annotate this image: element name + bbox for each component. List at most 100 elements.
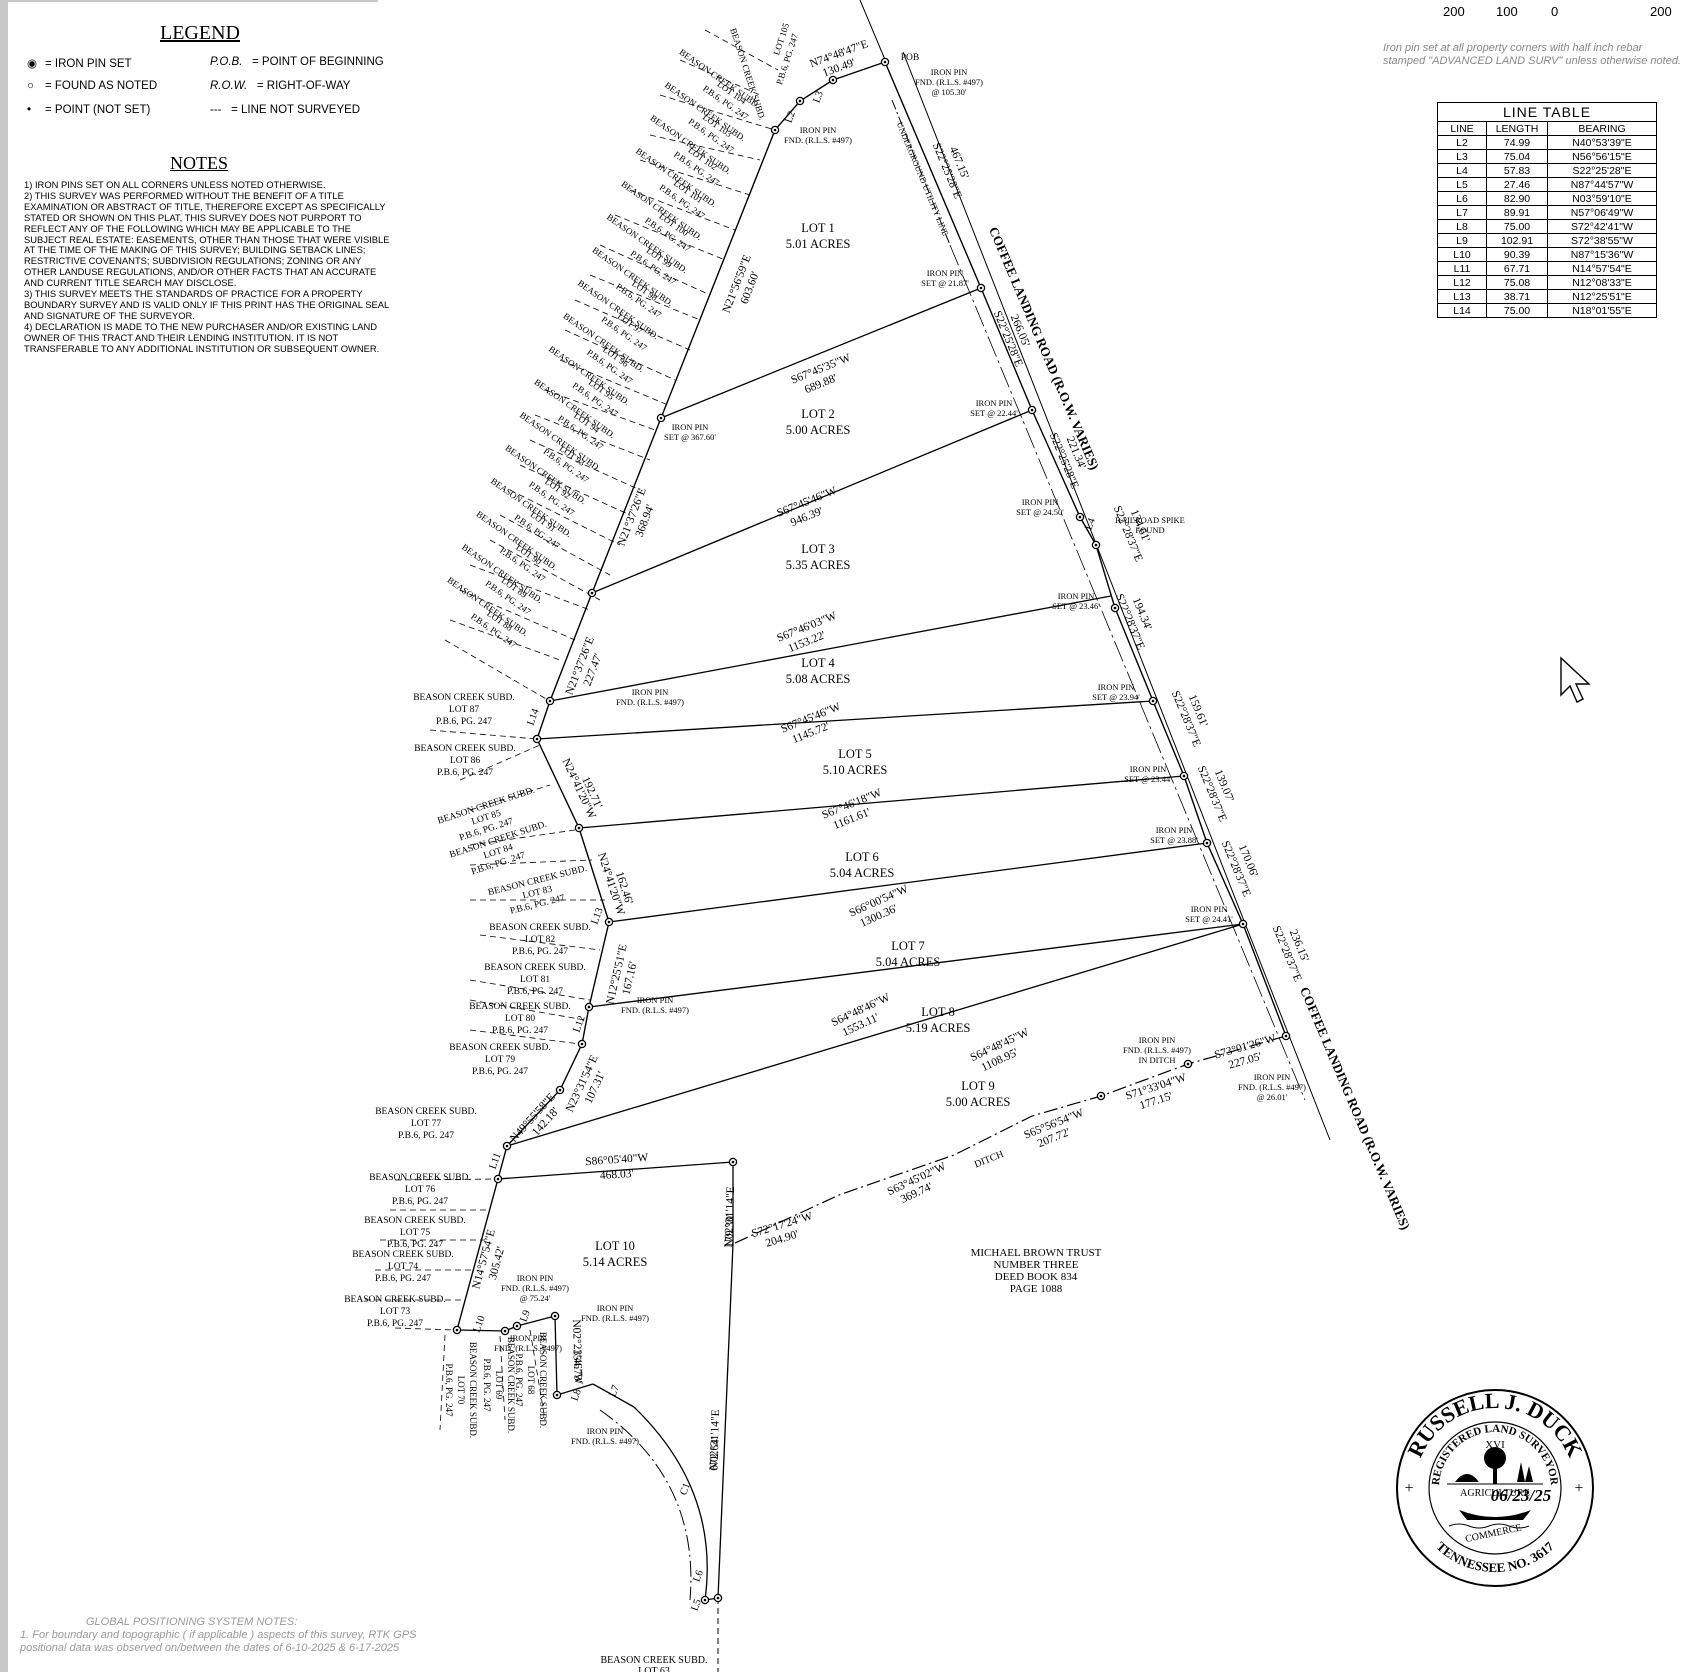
lot-line-bearing: S86°05'40"W (585, 1152, 649, 1168)
iron-pin-detail: FND. (R.L.S. #497) (501, 1283, 569, 1293)
pin-center-icon (558, 1088, 562, 1092)
line-table-header: LINE (1437, 121, 1487, 136)
pin-center-icon (703, 1598, 707, 1602)
line-id-label: L4 (1083, 516, 1098, 531)
legend-found-as-noted: ○= FOUND AS NOTED (27, 80, 157, 92)
adjoiner-subd: BEASON CREEK SUBD. (601, 1655, 708, 1666)
scale-label: 0 (1551, 4, 1559, 19)
adjoiner-line (704, 29, 779, 71)
adjoiner-line (469, 564, 591, 611)
line-id-label: L12 (572, 1014, 588, 1034)
legend-abbr: P.O.B. (210, 56, 243, 68)
adjoiner-pb: P.B.6, PG. 247 (514, 1353, 524, 1407)
pin-center-icon (883, 60, 887, 64)
lot-line-4 (536, 700, 1154, 740)
road-centerline (949, 244, 1306, 1101)
lot-name: LOT 10 (595, 1239, 635, 1253)
adjoiner-line (509, 489, 621, 546)
adjoiner-line (394, 1178, 499, 1181)
adjoiner-pb: P.B.6, PG. 247 (398, 1131, 454, 1141)
notes-body: 1) IRON PINS SET ON ALL CORNERS UNLESS N… (24, 179, 392, 355)
pin-center-icon (503, 1329, 507, 1333)
adjoiner-subd: BEASON CREEK SUBD. (489, 923, 591, 933)
pin-center-icon (1284, 1034, 1288, 1038)
lot-name: LOT 5 (838, 747, 871, 761)
lot-area: 5.01 ACRES (786, 237, 851, 251)
iron-pin-detail: FOUND (1135, 525, 1164, 535)
boundary-call-distance: 672.64' (708, 1437, 721, 1471)
lot-line-3 (549, 595, 1112, 702)
line-bearing: N12°08'33"E (1547, 275, 1657, 290)
line-id-label: L14 (526, 707, 542, 727)
line-bearing: N40°53'39"E (1547, 135, 1657, 150)
seal-agriculture: AGRICULTURE (1460, 1488, 1530, 1499)
line-id: L12 (1437, 275, 1487, 290)
line-bearing: N18°01'55"E (1547, 303, 1657, 318)
ditch-label: DITCH (973, 1149, 1005, 1171)
boundary-call-bearing: N02°23'46"W (570, 1319, 584, 1385)
adjoiner-lot: LOT 80 (505, 1014, 535, 1024)
iron-pin-note: Iron pin set at all property corners wit… (1383, 42, 1682, 67)
pin-center-icon (1094, 543, 1098, 547)
legend-item-label: = POINT (NOT SET) (45, 104, 151, 116)
pin-center-icon (1030, 408, 1034, 412)
seal-inner-ring (1428, 1421, 1562, 1555)
lot-name: LOT 3 (801, 542, 834, 556)
pin-center-icon (659, 416, 663, 420)
pin-center-icon (1099, 1094, 1103, 1098)
adjoiner-pb: P.B.6, PG. 247 (482, 1358, 492, 1412)
pin-center-icon (455, 1328, 459, 1332)
boundary-call-bearing: N02°31'14"E (723, 1186, 737, 1248)
adjoiner-line (499, 1335, 506, 1421)
iron-pin-detail: FND. (R.L.S. #497) (571, 1436, 639, 1446)
adjoiner-lot: LOT 63 (638, 1666, 670, 1672)
iron-pin-label: IRON PIN (927, 268, 964, 278)
iron-pin-label: IRON PIN (1191, 904, 1228, 914)
adjoining-owner: MICHAEL BROWN TRUST (971, 1247, 1102, 1259)
ditch-boundary (732, 1035, 1287, 1245)
iron-pin-label: IRON PIN (597, 1303, 634, 1313)
iron-pin-label: IRON PIN (632, 687, 669, 697)
seal-plus-left: + (1404, 1480, 1413, 1497)
boundary-call-distance: 154.73' (570, 1349, 583, 1383)
line-bearing: N14°57'54"E (1547, 261, 1657, 276)
notes-title: NOTES (170, 153, 228, 173)
found-pin-icon: ○ (27, 80, 34, 92)
utility-line (891, 99, 951, 246)
tree-icon (1484, 1447, 1506, 1469)
adjoiner-line (479, 934, 601, 951)
adjoiner-line (444, 639, 549, 701)
pin-center-icon (496, 1177, 500, 1181)
lot-name: LOT 9 (961, 1079, 994, 1093)
water-icon (1448, 1523, 1530, 1529)
adjoiner-line (629, 189, 736, 231)
lot-line-1 (660, 287, 982, 419)
pin-center-icon (548, 699, 552, 703)
pin-center-icon (979, 286, 983, 290)
pin-center-icon (505, 1144, 509, 1148)
legend-item-label: = POINT OF BEGINNING (251, 56, 384, 68)
adjoining-owner: DEED BOOK 834 (995, 1271, 1078, 1283)
adjoiner-subd: BEASON CREEK SUBD. (352, 1250, 454, 1260)
adjoiner-pb: P.B.6, PG. 247 (437, 768, 493, 778)
legend-line-not-surveyed: --- = LINE NOT SURVEYED (210, 104, 360, 116)
legend-title: LEGEND (160, 22, 240, 44)
lot-area: 5.19 ACRES (906, 1021, 971, 1035)
lot-line-2 (591, 409, 1033, 594)
pin-center-icon (1182, 774, 1186, 778)
boundary-call-distance: 179.30' (723, 1214, 736, 1248)
iron-pin-detail: IN DITCH (1138, 1055, 1175, 1065)
iron-pin-label: IRON PIN (931, 67, 968, 77)
seal-plus-right: + (1574, 1480, 1583, 1497)
lot-line-8 (506, 923, 1244, 1147)
boat-icon (1459, 1510, 1531, 1520)
note-item: 3) THIS SURVEY MEETS THE STANDARDS OF PR… (24, 288, 389, 321)
adjoiner-line (459, 744, 541, 781)
lot-area: 5.35 ACRES (786, 558, 851, 572)
iron-pin-label: IRON PIN (1098, 682, 1135, 692)
lot-line-7 (588, 923, 1244, 1008)
